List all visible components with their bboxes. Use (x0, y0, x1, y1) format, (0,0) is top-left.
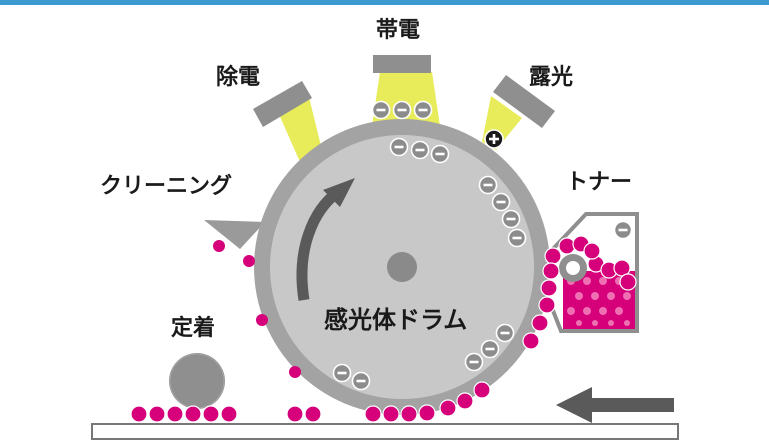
hopper-charge-icon (613, 220, 633, 240)
waste-toner-particles (213, 240, 301, 378)
charging-unit (373, 55, 431, 73)
paper-toner-particles (130, 404, 436, 423)
exposure-unit (493, 75, 555, 128)
label-discharge: 除電 (216, 65, 261, 90)
top-bar (0, 0, 769, 5)
fixing-roller (169, 353, 225, 409)
toner-hopper (542, 212, 639, 333)
label-cleaning: クリーニング (100, 174, 233, 199)
plus-circle-icon (484, 129, 504, 149)
label-toner: トナー (566, 170, 633, 195)
left-arrow-icon (556, 387, 674, 423)
cleaning-blade (204, 220, 265, 249)
label-charging: 帯電 (376, 18, 421, 43)
label-exposure: 露光 (529, 65, 574, 90)
paper-sheet (91, 423, 679, 440)
developer-roller (559, 254, 587, 282)
curved-arrow-icon (296, 178, 355, 301)
label-fixing: 定着 (171, 316, 216, 341)
label-drum: 感光体ドラム (324, 306, 468, 334)
discharge-unit (253, 81, 312, 127)
drum-hub (387, 252, 417, 282)
